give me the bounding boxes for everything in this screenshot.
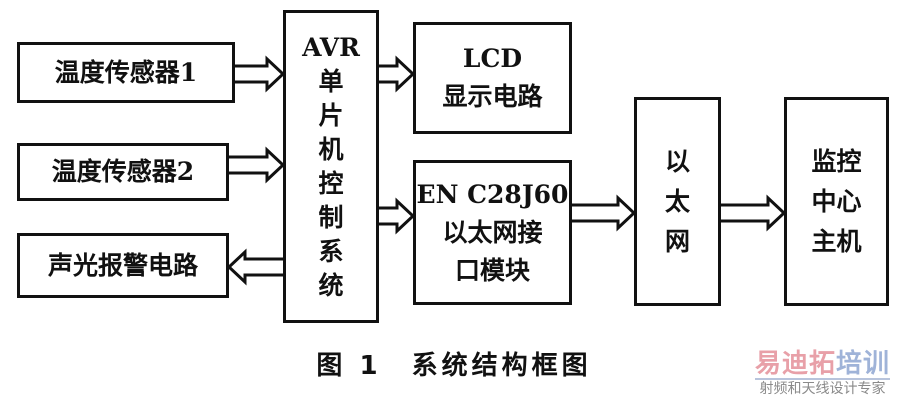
- block-label: 制: [318, 202, 344, 232]
- block-label: 片: [318, 100, 344, 130]
- block-label: 主机: [811, 226, 862, 256]
- block-label: 网: [664, 226, 690, 256]
- figure-caption: 图 1 系统结构框图: [316, 351, 592, 381]
- arrow-mcu-to-enc: [378, 197, 416, 235]
- block-label: 单: [318, 66, 344, 96]
- block-label: 系: [318, 236, 344, 266]
- arrow-mcu-to-alarm: [226, 248, 283, 286]
- watermark-logo: 易迪拓培训 射频和天线设计专家: [755, 349, 891, 398]
- avr-mcu-control-block: AVR 单 片 机 控 制 系 统: [283, 10, 379, 323]
- block-label: 机: [318, 134, 344, 164]
- arrow-ethernet-to-host: [720, 194, 787, 232]
- block-label: 口模块: [454, 255, 530, 285]
- block-label: 控: [318, 168, 344, 198]
- block-label: EN C28J60: [416, 179, 569, 209]
- block-label: 温度传感器2: [51, 157, 195, 186]
- block-label: 太: [664, 186, 690, 216]
- arrow-sensor2-to-mcu: [229, 146, 286, 184]
- watermark-brand: 易迪拓: [755, 349, 837, 379]
- arrow-mcu-to-lcd: [378, 55, 416, 93]
- arrow-enc-to-ethernet: [571, 194, 637, 232]
- watermark-brand: 培训: [836, 349, 891, 379]
- block-label: 中心: [811, 186, 862, 216]
- block-label: 温度传感器1: [54, 57, 198, 87]
- arrow-sensor1-to-mcu: [234, 55, 286, 93]
- block-label: 统: [318, 270, 344, 300]
- temperature-sensor-1-block: 温度传感器1: [17, 42, 235, 103]
- watermark-tagline: 射频和天线设计专家: [755, 378, 891, 398]
- monitoring-host-block: 监控 中心 主机: [784, 97, 889, 306]
- alarm-circuit-block: 声光报警电路: [17, 233, 229, 298]
- block-label: 以: [664, 146, 690, 176]
- block-label: LCD: [462, 44, 523, 73]
- ethernet-block: 以 太 网: [634, 97, 721, 306]
- enc28j60-ethernet-interface-block: EN C28J60 以太网接 口模块: [413, 160, 572, 305]
- lcd-display-block: LCD 显示电路: [413, 22, 572, 134]
- block-label: 声光报警电路: [47, 250, 198, 280]
- block-label: 显示电路: [442, 82, 543, 111]
- block-label: 以太网接: [442, 217, 543, 247]
- block-label: AVR: [302, 32, 360, 62]
- temperature-sensor-2-block: 温度传感器2: [17, 143, 229, 201]
- block-label: 监控: [811, 146, 862, 176]
